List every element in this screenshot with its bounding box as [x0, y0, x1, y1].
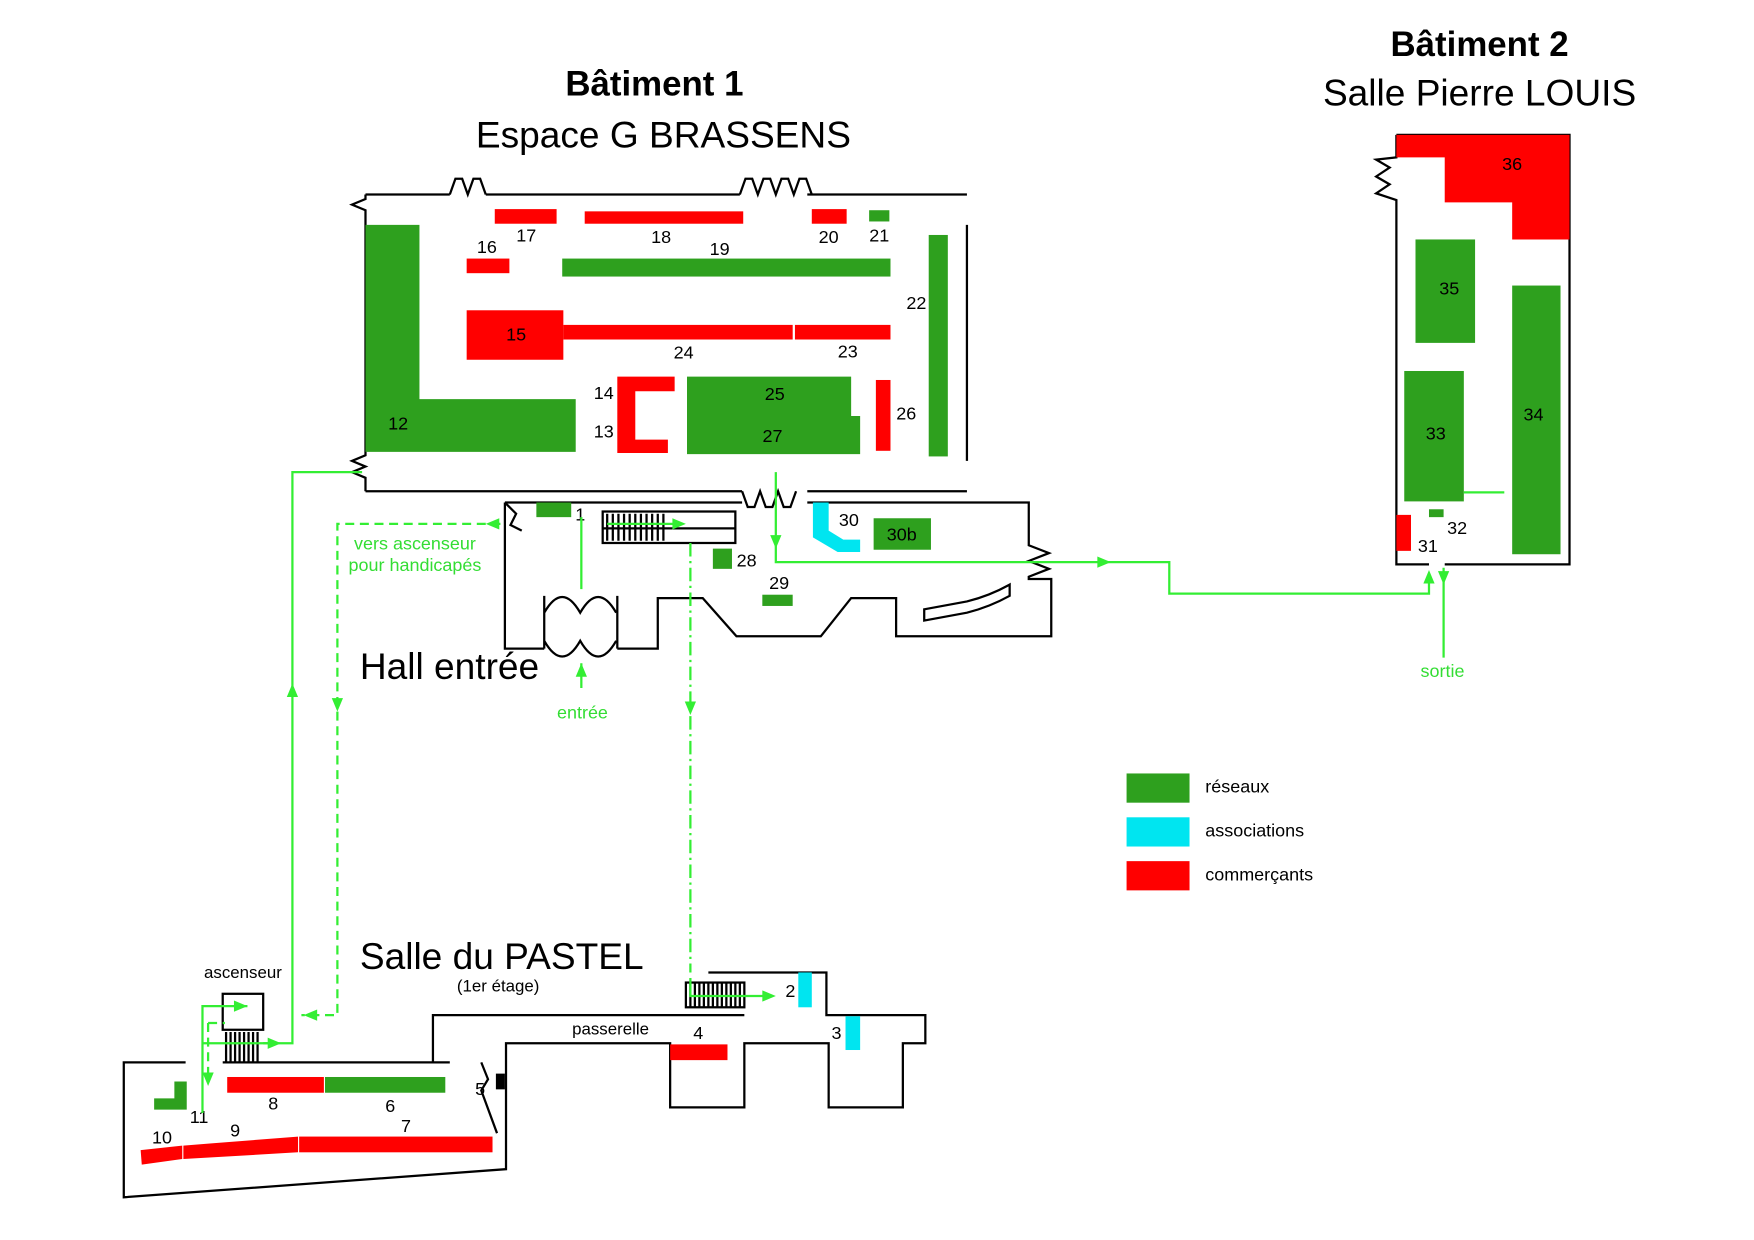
walkway-label: passerelle — [572, 1019, 649, 1038]
stand-19[interactable] — [562, 258, 891, 277]
label-33: 33 — [1426, 424, 1446, 444]
stand-7[interactable] — [299, 1136, 493, 1153]
label-2: 2 — [785, 981, 795, 1001]
label-12: 12 — [388, 413, 408, 433]
label-35: 35 — [1439, 279, 1459, 299]
label-7: 7 — [401, 1116, 411, 1136]
stand-24[interactable] — [563, 324, 793, 340]
label-28: 28 — [737, 551, 757, 571]
stand-29[interactable] — [762, 594, 793, 606]
hall-title: Hall entrée — [360, 645, 539, 687]
stand-8[interactable] — [227, 1076, 324, 1093]
stand-10[interactable] — [140, 1145, 183, 1165]
stand-3[interactable] — [845, 1016, 861, 1051]
label-8: 8 — [268, 1094, 278, 1114]
stand-20[interactable] — [811, 209, 847, 224]
label-30: 30 — [839, 510, 859, 530]
exit-label: sortie — [1420, 661, 1464, 681]
building2-title: Bâtiment 2 — [1391, 25, 1569, 64]
legend-swatch-reseaux — [1126, 773, 1190, 803]
building1-title: Bâtiment 1 — [565, 65, 743, 104]
stand-30b[interactable] — [873, 518, 931, 550]
hall-stairs — [601, 510, 737, 545]
stand-25-27[interactable] — [687, 376, 861, 455]
stand-35[interactable] — [1415, 239, 1476, 343]
stand-21[interactable] — [869, 210, 890, 222]
legend-swatch-commercants — [1126, 861, 1190, 891]
circulation-paths — [201, 471, 1450, 1113]
stand-6[interactable] — [325, 1076, 446, 1093]
stand-17[interactable] — [494, 209, 557, 224]
elevator-label: ascenseur — [204, 963, 282, 982]
stand-28[interactable] — [712, 548, 732, 569]
label-13: 13 — [594, 421, 614, 441]
label-23: 23 — [838, 341, 858, 361]
label-18: 18 — [651, 227, 671, 247]
legend: réseaux associations commerçants — [1126, 773, 1313, 891]
stand-26[interactable] — [875, 379, 891, 451]
stand-13-14[interactable] — [617, 376, 675, 454]
building2-walls — [1372, 133, 1571, 566]
label-32: 32 — [1447, 518, 1467, 538]
pastel-title: Salle du PASTEL — [360, 935, 644, 977]
stand-1[interactable] — [536, 502, 572, 518]
label-34: 34 — [1524, 404, 1544, 424]
stand-30[interactable] — [812, 502, 861, 552]
stand-4[interactable] — [670, 1044, 728, 1061]
stand-9[interactable] — [183, 1136, 299, 1160]
stand-31[interactable] — [1396, 514, 1411, 551]
label-17: 17 — [516, 226, 536, 246]
stand-18[interactable] — [584, 211, 744, 224]
entrance-label: entrée — [557, 702, 608, 722]
label-6: 6 — [385, 1096, 395, 1116]
stand-11[interactable] — [154, 1081, 187, 1110]
building1-walls — [349, 177, 969, 509]
stand-22[interactable] — [928, 234, 948, 457]
building2-subtitle: Salle Pierre LOUIS — [1323, 72, 1636, 114]
label-36: 36 — [1502, 154, 1522, 174]
legend-label-commercants: commerçants — [1205, 864, 1313, 884]
stand-23[interactable] — [794, 324, 891, 340]
label-25: 25 — [765, 384, 785, 404]
label-3: 3 — [832, 1023, 842, 1043]
stand-16[interactable] — [466, 258, 510, 274]
label-29: 29 — [769, 573, 789, 593]
legend-label-associations: associations — [1205, 820, 1304, 840]
label-11: 11 — [190, 1107, 209, 1127]
pastel-walls — [122, 971, 927, 1199]
stand-12[interactable] — [365, 224, 576, 452]
label-22: 22 — [906, 293, 926, 313]
label-5: 5 — [475, 1079, 485, 1099]
stand-2[interactable] — [798, 972, 812, 1008]
label-9: 9 — [230, 1121, 240, 1141]
stand-15[interactable] — [466, 310, 564, 360]
stand-33[interactable] — [1404, 370, 1464, 502]
pastel-floor: (1er étage) — [457, 977, 539, 996]
stand-36[interactable] — [1396, 134, 1570, 240]
label-20: 20 — [819, 227, 839, 247]
building1-labels: 12 16 17 18 19 20 21 22 15 24 23 14 13 2… — [388, 226, 926, 446]
elevator-note-line2: pour handicapés — [349, 555, 482, 575]
building1-stands — [365, 209, 948, 457]
label-14: 14 — [594, 383, 614, 403]
label-10: 10 — [152, 1127, 172, 1147]
label-27: 27 — [762, 426, 782, 446]
stand-32[interactable] — [1428, 509, 1444, 518]
legend-swatch-associations — [1126, 817, 1190, 847]
building1-subtitle: Espace G BRASSENS — [476, 113, 851, 155]
label-26: 26 — [896, 403, 916, 423]
label-16: 16 — [477, 237, 497, 257]
label-15: 15 — [506, 325, 526, 345]
label-1: 1 — [575, 505, 585, 525]
elevator-note-line1: vers ascenseur — [354, 534, 476, 554]
legend-label-reseaux: réseaux — [1205, 777, 1269, 797]
label-19: 19 — [710, 239, 730, 259]
label-30b: 30b — [887, 525, 917, 545]
label-24: 24 — [674, 343, 694, 363]
label-31: 31 — [1418, 536, 1438, 556]
label-4: 4 — [693, 1023, 703, 1043]
label-21: 21 — [869, 226, 889, 246]
stand-34[interactable] — [1512, 285, 1561, 555]
